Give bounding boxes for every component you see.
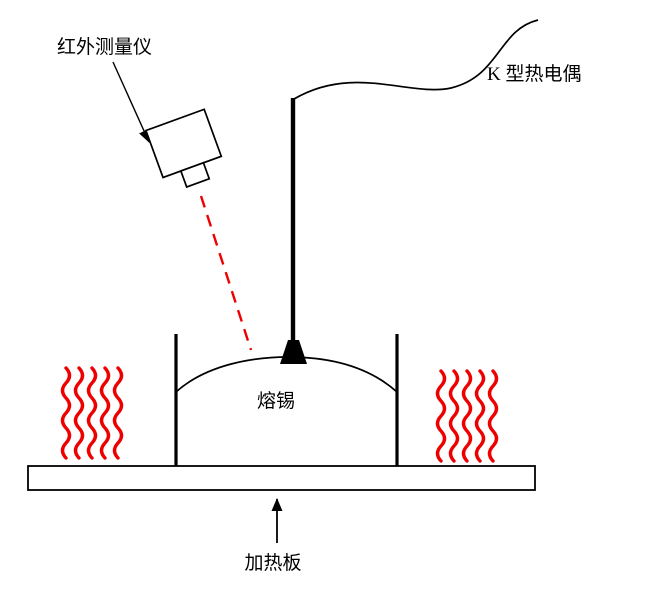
thermocouple-wire [293, 19, 539, 100]
heat-wave [86, 366, 98, 460]
heat-wave [461, 369, 473, 463]
infrared-meter-leader-line [112, 61, 150, 143]
heat-wave [60, 366, 72, 460]
infrared-meter-label: 红外测量仪 [57, 36, 152, 58]
heat-wave [73, 366, 85, 460]
heating-plate [27, 465, 536, 491]
heat-wave [474, 369, 486, 463]
infrared-camera-lens [179, 161, 211, 189]
heating-plate-label: 加热板 [244, 552, 301, 574]
solder-dome [175, 356, 398, 393]
heat-waves-left [60, 366, 124, 460]
heat-waves-right [435, 369, 499, 463]
infrared-camera [144, 108, 223, 189]
heat-wave [487, 369, 499, 463]
molten-tin-label: 熔锡 [257, 390, 295, 412]
heat-wave [99, 366, 111, 460]
heat-wave [112, 366, 124, 460]
infrared-beam-dashed-line [199, 195, 253, 351]
thermocouple-label: K 型热电偶 [487, 63, 581, 85]
heat-wave [435, 369, 447, 463]
heat-wave [448, 369, 460, 463]
